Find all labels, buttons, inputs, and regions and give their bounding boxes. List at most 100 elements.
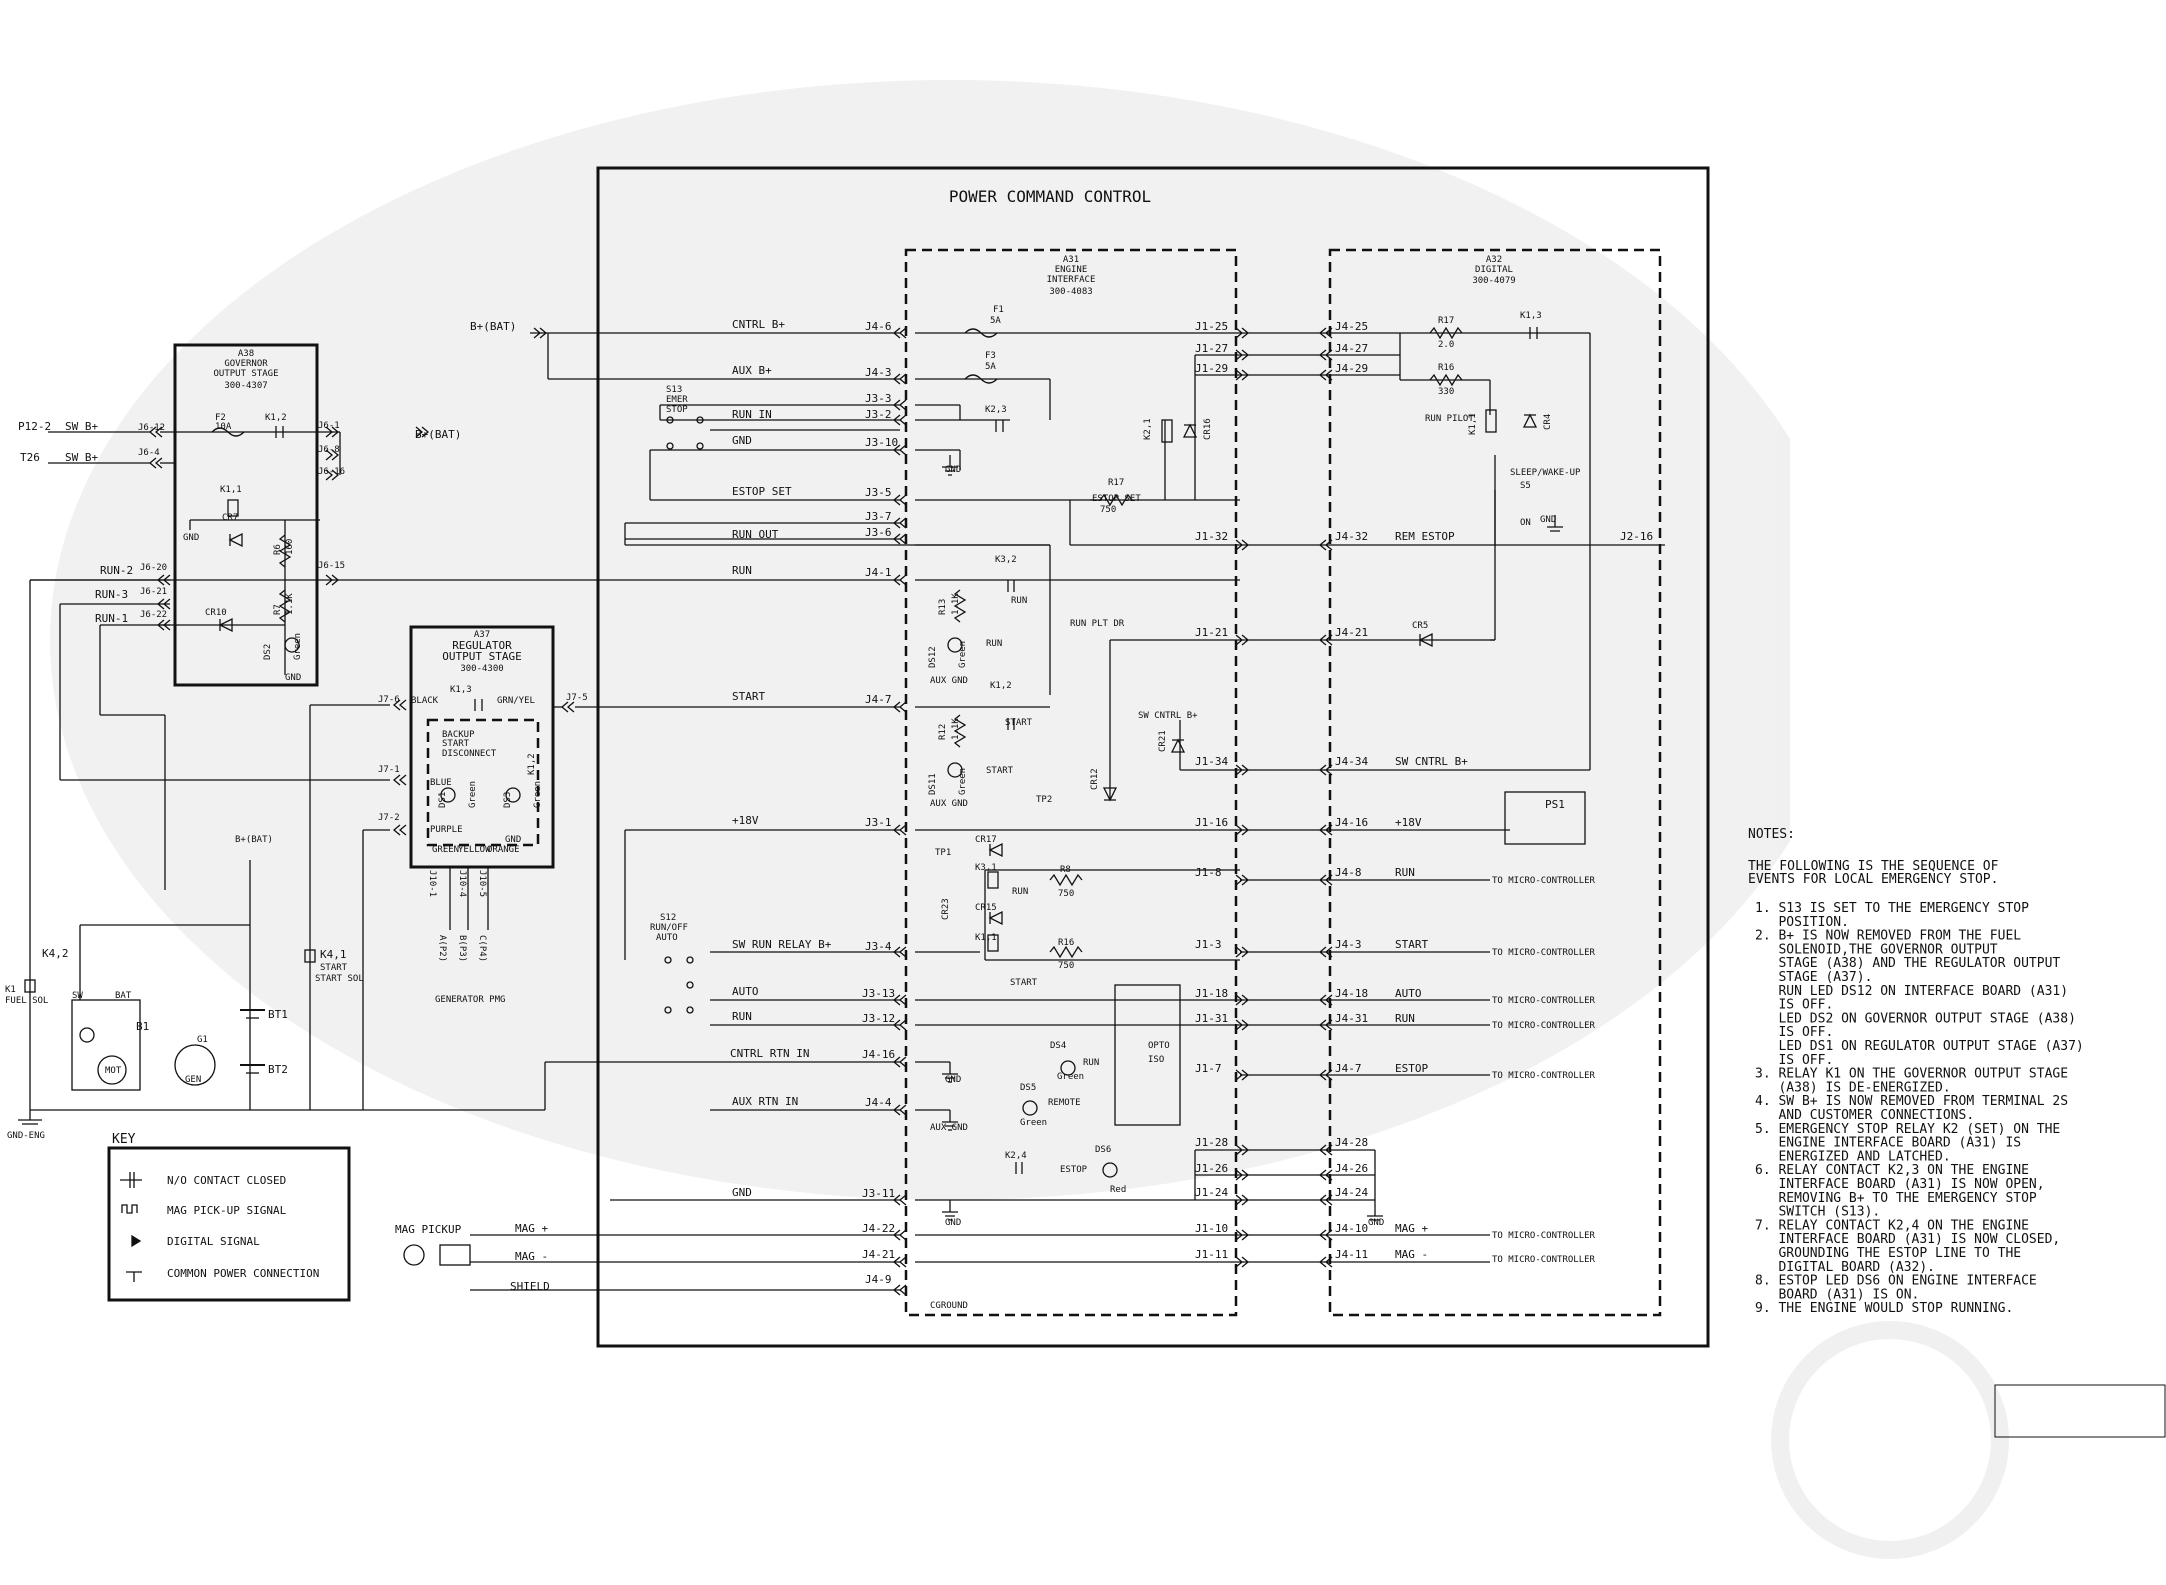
connector-j7-0	[392, 699, 407, 711]
connector-a32-5	[1318, 764, 1333, 776]
pin-j132: J1-32	[1195, 530, 1228, 543]
pin-j71: J7-1	[378, 765, 400, 775]
aux-gnd-1: AUX GND	[930, 676, 968, 686]
connector-j1-13	[1235, 1169, 1250, 1181]
note-line-0: 1. S13 IS SET TO THE EMERGENCY STOP	[1755, 901, 2029, 916]
resistor-r8	[1049, 873, 1083, 887]
diode-cr10	[218, 617, 233, 633]
k24-label: K2,4	[1005, 1151, 1027, 1161]
connector-a32-15	[1318, 1229, 1333, 1241]
note-line-6: RUN LED DS12 ON INTERFACE BOARD (A31)	[1755, 984, 2068, 999]
connector-j7-2	[392, 824, 407, 836]
cr10-label: CR10	[205, 608, 227, 618]
pin-j310: J3-10	[865, 436, 898, 449]
cr5-label: CR5	[1412, 621, 1428, 631]
resistor-r12	[953, 714, 967, 748]
note-line-27: 8. ESTOP LED DS6 ON ENGINE INTERFACE	[1755, 1274, 2037, 1289]
run-plt-dr-label: RUN PLT DR	[1070, 619, 1125, 629]
remote-label: REMOTE	[1048, 1098, 1081, 1108]
ds2-label: DS2	[263, 644, 273, 660]
r16-value: 330	[1438, 387, 1454, 397]
pin-j111: J1-11	[1195, 1248, 1228, 1261]
generator-pmg-label: GENERATOR PMG	[435, 995, 505, 1005]
pin-j41: J4-1	[865, 566, 892, 579]
f3-label: F3	[985, 351, 996, 361]
connector-j1-15	[1235, 1229, 1250, 1241]
connector-j1-1	[1235, 349, 1250, 361]
run-label-2: RUN	[732, 1010, 752, 1023]
gnd-label-2: GND	[732, 1186, 752, 1199]
note-line-12: 3. RELAY K1 ON THE GOVERNOR OUTPUT STAGE	[1755, 1067, 2068, 1082]
k41-label: K4,1	[320, 948, 347, 961]
run1-label: RUN-1	[95, 612, 128, 625]
ds11-green: Green	[958, 768, 968, 795]
mag-plus-a32: MAG +	[1395, 1222, 1428, 1235]
ds11-label: DS11	[928, 773, 938, 795]
r17b-value: 2.0	[1438, 340, 1454, 350]
k12-label: K1,2	[990, 681, 1012, 691]
pin-p4: C(P4)	[477, 935, 487, 962]
connector-j6-right-2	[325, 469, 340, 481]
connector-a32-0	[1318, 327, 1333, 339]
a32-part: 300-4079	[1472, 276, 1515, 286]
gnd-a32-1: GND	[1540, 515, 1556, 525]
g1-label: G1	[197, 1035, 208, 1045]
led-ds6	[1102, 1162, 1118, 1178]
pin-j35: J3-5	[865, 486, 892, 499]
ds4-label: DS4	[1050, 1041, 1066, 1051]
pin-j616: J6-16	[318, 467, 345, 477]
green-wire: GREEN	[432, 845, 459, 855]
note-line-25: GROUNDING THE ESTOP LINE TO THE	[1755, 1246, 2021, 1261]
connector-j4-7	[892, 533, 907, 545]
led-ds11	[947, 762, 963, 778]
gnd-a37: GND	[505, 835, 521, 845]
connector-chevrons	[148, 327, 1333, 1296]
a31-label: A31	[1063, 255, 1079, 265]
note-line-5: STAGE (A37).	[1755, 970, 1872, 985]
note-line-9: IS OFF.	[1755, 1025, 1833, 1040]
a38-part: 300-4307	[224, 381, 267, 391]
connector-a32-3	[1318, 539, 1333, 551]
pin-j43: J4-3	[865, 366, 892, 379]
relay-k4-start-sol	[304, 949, 316, 963]
cr23-label: CR23	[941, 898, 951, 920]
connector-j4-5	[892, 494, 907, 506]
a31-input-wiring	[30, 332, 1050, 1291]
pin-j72: J7-2	[378, 813, 400, 823]
a37-module	[409, 625, 555, 869]
relay-k1-fuel-sol	[24, 979, 36, 993]
iso-label: ISO	[1148, 1055, 1164, 1065]
gnd-a31-2: GND	[945, 1075, 961, 1085]
backup-1: BACKUP	[442, 730, 475, 740]
a32-board	[1328, 248, 1662, 1317]
bbat-label: B+(BAT)	[470, 320, 516, 333]
notes-intro-1: EVENTS FOR LOCAL EMERGENCY STOP.	[1748, 872, 1998, 887]
green-ds4-label: Green	[1057, 1072, 1084, 1082]
pin-j32: J3-2	[865, 408, 892, 421]
t26-label: T26	[20, 451, 40, 464]
pin-j127: J1-27	[1195, 342, 1228, 355]
to-micro-7: TO MICRO-CONTROLLER	[1492, 1255, 1596, 1265]
note-line-1: POSITION.	[1755, 915, 1849, 930]
connector-j75	[560, 701, 575, 713]
p12-2-label: P12-2	[18, 420, 51, 433]
led-ds1	[440, 787, 456, 803]
pin-j429: J4-29	[1335, 362, 1368, 375]
connector-j4-4	[892, 444, 907, 456]
connector-a32-10	[1318, 1019, 1333, 1031]
pin-j131: J1-31	[1195, 1012, 1228, 1025]
f2-label: F2	[215, 413, 226, 423]
ds1-green: Green	[468, 781, 478, 808]
pin-j48: J4-8	[1335, 866, 1362, 879]
connector-j4-19	[892, 1284, 907, 1296]
k13-a37-label: K1,3	[450, 685, 472, 695]
v18-label: +18V	[732, 814, 759, 827]
note-line-7: IS OFF.	[1755, 998, 1833, 1013]
connector-j1-11	[1235, 1069, 1250, 1081]
aux-gnd-3: AUX GND	[930, 1123, 968, 1133]
r12-value: 1.1K	[951, 718, 961, 740]
k42-label: K4,2	[42, 947, 69, 960]
run-k3-label: RUN	[1012, 887, 1028, 897]
green-ds5-label: Green	[1020, 1118, 1047, 1128]
connector-j6-run-0	[156, 574, 171, 586]
